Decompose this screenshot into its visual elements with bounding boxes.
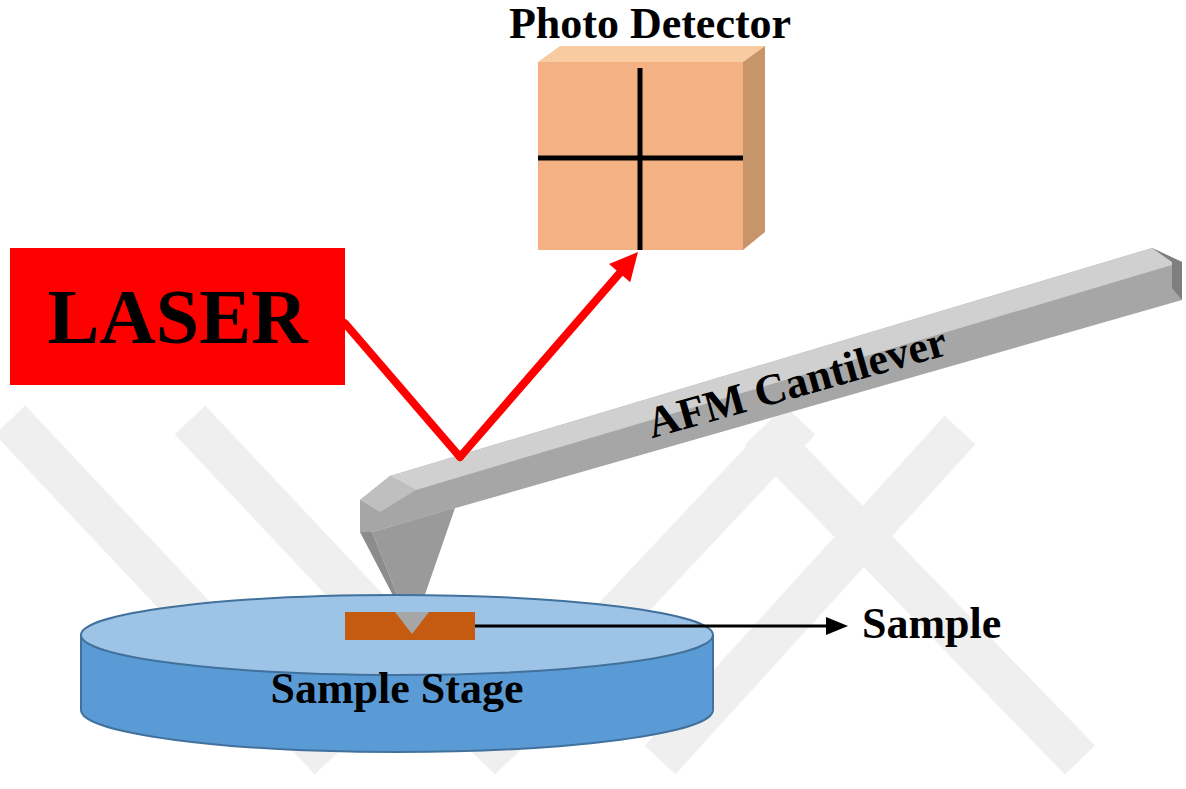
laser-label: LASER xyxy=(47,274,307,360)
cantilever-end xyxy=(1152,248,1182,300)
laser-beam xyxy=(345,323,460,457)
laser-box: LASER xyxy=(10,248,345,385)
photo-detector: Photo Detector xyxy=(490,0,810,252)
detector-title: Photo Detector xyxy=(509,0,791,48)
cantilever-front xyxy=(360,248,1182,532)
cantilever-top xyxy=(390,248,1182,490)
cube-front xyxy=(538,62,743,250)
cantilever-illustration xyxy=(360,248,1182,632)
watermark-band xyxy=(760,430,1080,760)
leader-arrowhead xyxy=(826,617,848,635)
laser-beam xyxy=(460,272,621,457)
sample-label-box: Sample xyxy=(862,600,1001,648)
part-label: Sample xyxy=(862,600,1001,648)
cube-side xyxy=(743,46,765,250)
stage-label: Sample Stage xyxy=(271,665,524,713)
cylinder-top xyxy=(81,595,713,675)
quadrant-divider xyxy=(538,156,743,161)
cantilever-bevel xyxy=(360,476,416,512)
cube-top xyxy=(538,46,765,62)
sample-stage: Sample Stage xyxy=(79,593,715,755)
